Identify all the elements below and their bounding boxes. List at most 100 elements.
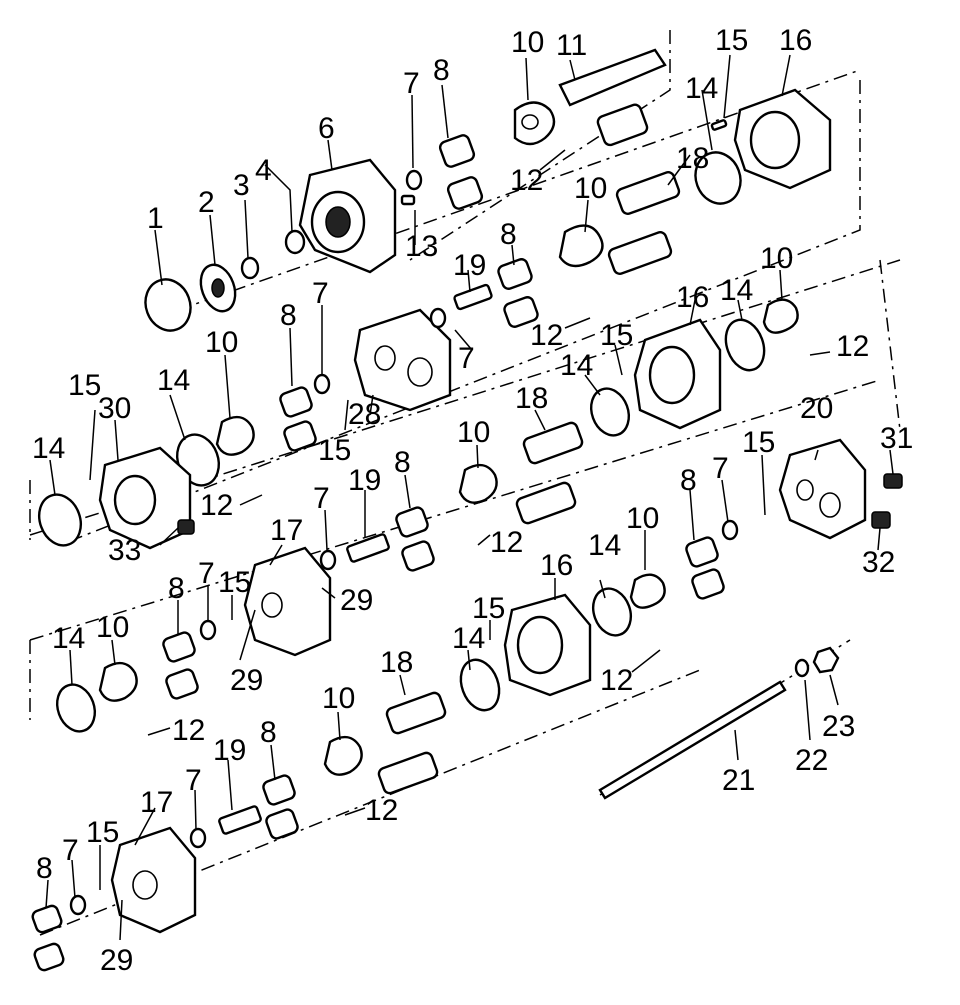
part-gasket-14-row3 <box>55 683 97 733</box>
callout-19b: 18 <box>515 382 548 415</box>
callout-1: 1 <box>147 202 164 235</box>
callout-22: 22 <box>795 744 828 777</box>
callout-12h: 12 <box>365 794 398 827</box>
callout-16c: 16 <box>540 549 573 582</box>
callout-labels: 1 2 3 4 6 7 8 10 11 15 16 14 12 13 18 10… <box>32 24 913 977</box>
part-bushing-8-row2c <box>685 536 725 600</box>
part-washer-4 <box>284 229 306 255</box>
callout-21: 21 <box>722 764 755 797</box>
part-body-28 <box>353 308 452 412</box>
part-flange-housing-6 <box>298 158 397 274</box>
callout-19c: 18 <box>380 646 413 679</box>
part-oring-7-row1 <box>405 169 423 191</box>
callout-15c: 15 <box>68 369 101 402</box>
callout-15: 15 <box>715 24 748 57</box>
callout-15e: 15 <box>742 426 775 459</box>
part-bushing-8-row4b <box>31 904 65 972</box>
callout-20: 20 <box>800 392 833 425</box>
part-tie-rod-21 <box>598 680 787 800</box>
part-coupling-18-row1 <box>453 283 493 311</box>
callout-31: 31 <box>880 422 913 455</box>
part-bushing-8-row1 <box>438 134 484 210</box>
part-bushing-8-row2 <box>279 386 317 452</box>
part-gear-19-row1 <box>607 171 681 275</box>
callout-7g: 7 <box>185 764 202 797</box>
callout-7d: 7 <box>313 482 330 515</box>
part-seal-plate-10-row2b <box>762 298 799 334</box>
callout-6: 6 <box>318 112 335 145</box>
callout-12d: 12 <box>200 489 233 522</box>
callout-10h: 10 <box>322 682 355 715</box>
callout-12c: 12 <box>836 330 869 363</box>
callout-10f: 10 <box>626 502 659 535</box>
part-oring-7-row2b <box>319 519 739 571</box>
callout-3: 3 <box>233 169 250 202</box>
part-bushing-8-row1b <box>497 258 539 328</box>
callout-14: 14 <box>685 72 718 105</box>
callout-7c: 7 <box>312 277 329 310</box>
callout-15b: 15 <box>600 319 633 352</box>
callout-16b: 16 <box>676 281 709 314</box>
part-seal-plate-10-row1b <box>558 224 604 268</box>
callout-12: 12 <box>510 164 543 197</box>
part-oring-7-row4 <box>69 827 207 916</box>
part-body-30 <box>98 446 192 550</box>
part-seal-plate-10-row2c <box>458 463 498 504</box>
callout-10g: 10 <box>96 611 129 644</box>
callout-7h: 7 <box>62 834 79 867</box>
part-coupling-18-row4 <box>218 805 262 835</box>
callout-15d: 15 <box>318 434 351 467</box>
callout-14c: 14 <box>560 349 593 382</box>
callout-12e: 12 <box>490 526 523 559</box>
callout-8g: 8 <box>260 716 277 749</box>
callout-2: 2 <box>198 186 215 219</box>
part-washer-22 <box>794 658 810 678</box>
part-washer-3 <box>240 256 260 280</box>
part-bearing-2 <box>199 263 237 313</box>
callout-8d: 8 <box>394 446 411 479</box>
part-nut-23 <box>812 646 840 674</box>
part-body-17-row4 <box>110 826 197 934</box>
part-bushing-8-row4 <box>262 774 299 840</box>
part-seal-plate-10-row3c <box>323 735 363 776</box>
callout-10: 10 <box>511 26 544 59</box>
part-bushing-8-row2b <box>395 506 435 572</box>
callout-8: 8 <box>433 54 450 87</box>
part-fitting-31 <box>883 473 903 489</box>
part-plug-33 <box>177 519 195 535</box>
callout-15f: 15 <box>472 592 505 625</box>
part-gear-19-row3 <box>377 691 447 795</box>
callout-14h: 14 <box>52 622 85 655</box>
part-gear-body-16-row2 <box>633 318 722 430</box>
part-seal-plate-10-row3b <box>629 573 666 609</box>
part-gasket-14-row3b <box>459 587 633 712</box>
callout-10b: 10 <box>574 172 607 205</box>
callout-8e: 8 <box>680 464 697 497</box>
part-oring-7-row2 <box>313 307 447 395</box>
callout-18: 19 <box>453 249 486 282</box>
part-cover-20 <box>778 438 867 540</box>
callout-18b: 19 <box>348 464 381 497</box>
callout-32: 32 <box>862 546 895 579</box>
callout-10d: 10 <box>205 326 238 359</box>
part-seal-plate-10-row1 <box>513 101 556 146</box>
callout-33: 33 <box>108 534 141 567</box>
callout-8h: 8 <box>36 852 53 885</box>
callout-8c: 8 <box>280 299 297 332</box>
callout-7b: 7 <box>458 342 475 375</box>
callout-28: 28 <box>348 398 381 431</box>
callout-15h: 15 <box>86 816 119 849</box>
part-drive-shaft-11 <box>558 48 667 147</box>
callout-30: 30 <box>98 392 131 425</box>
callout-14f: 14 <box>588 529 621 562</box>
callout-12g: 12 <box>172 714 205 747</box>
part-pin-15-row1 <box>710 119 728 131</box>
part-gasket-14-row2b <box>589 318 766 437</box>
callout-17b: 17 <box>140 786 173 819</box>
callout-10c: 10 <box>760 242 793 275</box>
callout-12b: 12 <box>530 319 563 352</box>
part-gear-body-16-row1 <box>733 88 832 190</box>
callout-7e: 7 <box>712 452 729 485</box>
